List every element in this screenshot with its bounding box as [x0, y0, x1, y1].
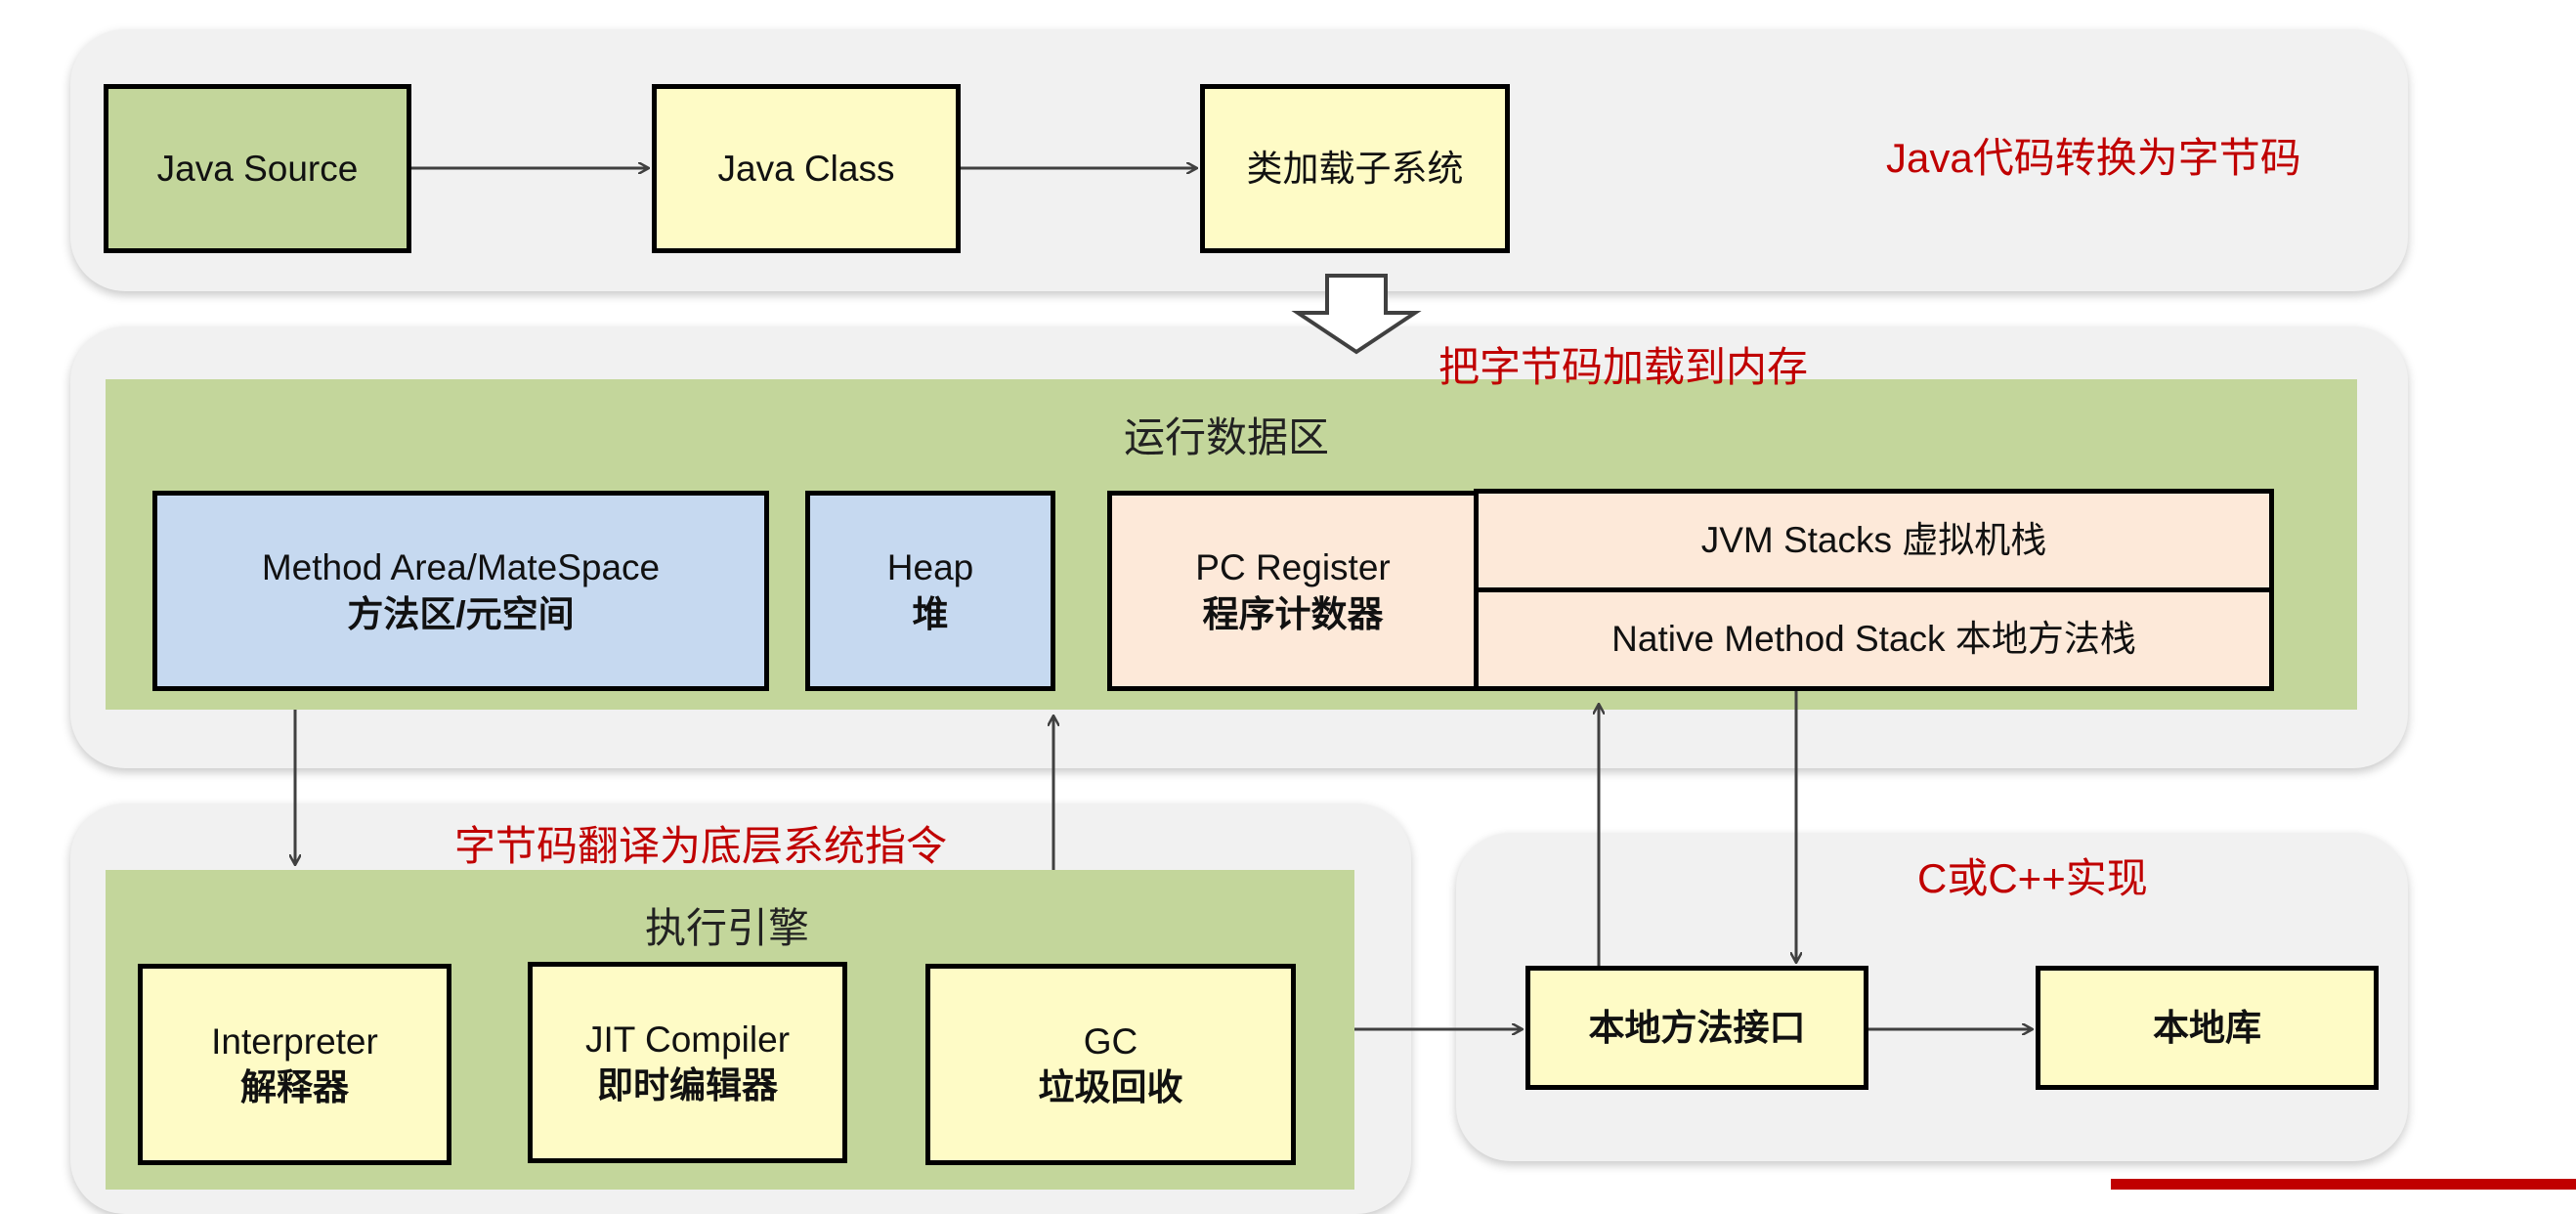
- native-library-label: 本地库: [2153, 1007, 2261, 1048]
- interpreter-en: Interpreter: [211, 1020, 378, 1062]
- java-source-label: Java Source: [156, 148, 359, 189]
- interpreter-zh: 解释器: [240, 1067, 349, 1107]
- java-class-box: Java Class: [652, 84, 961, 253]
- footer-accent-bar: [2111, 1179, 2576, 1190]
- jit-compiler-zh: 即时编辑器: [597, 1065, 778, 1106]
- native-method-stack-label: Native Method Stack 本地方法栈: [1611, 619, 2136, 660]
- runtime-area-title: 运行数据区: [1124, 414, 1330, 460]
- native-interface-label: 本地方法接口: [1588, 1007, 1806, 1048]
- method-area-box: Method Area/MateSpace 方法区/元空间: [152, 491, 769, 691]
- c-cpp-note: C或C++实现: [1917, 855, 2148, 901]
- load-to-memory-note: 把字节码加载到内存: [1438, 344, 1809, 390]
- jit-compiler-en: JIT Compiler: [584, 1019, 791, 1060]
- heap-zh: 堆: [912, 593, 949, 634]
- native-interface-box: 本地方法接口: [1525, 966, 1868, 1090]
- jit-compiler-box: JIT Compiler 即时编辑器: [528, 962, 847, 1163]
- execution-engine-title: 执行引擎: [645, 905, 810, 951]
- gc-zh: 垃圾回收: [1038, 1067, 1183, 1107]
- class-loader-label: 类加载子系统: [1246, 148, 1464, 189]
- pc-register-en: PC Register: [1195, 547, 1391, 588]
- gc-en: GC: [1083, 1020, 1138, 1062]
- heap-box: Heap 堆: [805, 491, 1055, 691]
- interpreter-box: Interpreter 解释器: [138, 964, 451, 1165]
- pc-register-box: PC Register 程序计数器: [1107, 491, 1479, 691]
- pc-register-zh: 程序计数器: [1202, 593, 1384, 634]
- gc-box: GC 垃圾回收: [925, 964, 1296, 1165]
- jvm-stacks-label: JVM Stacks 虚拟机栈: [1700, 520, 2047, 561]
- class-loader-box: 类加载子系统: [1200, 84, 1510, 253]
- java-class-label: Java Class: [717, 148, 895, 189]
- method-area-en: Method Area/MateSpace: [261, 547, 661, 588]
- native-library-box: 本地库: [2036, 966, 2379, 1090]
- native-method-stack-box: Native Method Stack 本地方法栈: [1474, 587, 2274, 691]
- java-source-box: Java Source: [104, 84, 411, 253]
- method-area-zh: 方法区/元空间: [347, 593, 575, 634]
- load-down-block-arrow: [1291, 274, 1422, 355]
- bytecode-translation-note: 字节码翻译为底层系统指令: [454, 823, 948, 869]
- java-to-bytecode-note: Java代码转换为字节码: [1886, 135, 2301, 181]
- heap-en: Heap: [886, 547, 974, 588]
